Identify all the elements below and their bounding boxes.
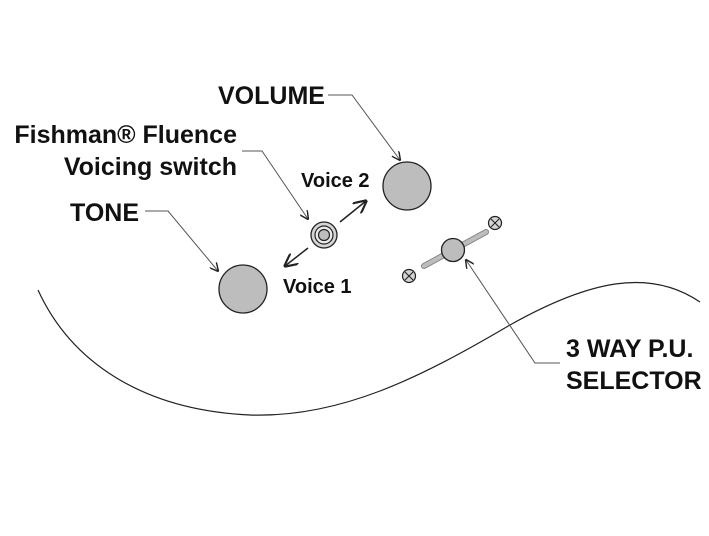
selector-label-line1: 3 WAY P.U. xyxy=(566,335,693,363)
voice1-arrow xyxy=(285,247,309,266)
selector-screw-top xyxy=(487,215,503,231)
selector-knob[interactable] xyxy=(440,237,466,263)
selector-leader xyxy=(466,260,560,364)
fishman-label-line2: Voicing switch xyxy=(64,153,237,181)
volume-leader xyxy=(328,94,400,160)
voice2-arrow xyxy=(339,201,366,223)
selector-label-line2: SELECTOR xyxy=(566,367,702,395)
fishman-leader xyxy=(242,150,308,219)
pickup-selector[interactable] xyxy=(421,229,489,269)
voicing-switch[interactable] xyxy=(310,221,338,249)
selector-screw-bottom xyxy=(401,268,417,284)
volume-knob[interactable] xyxy=(382,161,432,211)
voice2-label: Voice 2 xyxy=(301,170,370,192)
tone-knob[interactable] xyxy=(218,264,268,314)
body-outline xyxy=(37,281,701,416)
voice1-label: Voice 1 xyxy=(283,276,352,298)
tone-label: TONE xyxy=(70,199,139,227)
tone-leader xyxy=(145,210,218,271)
volume-label: VOLUME xyxy=(218,82,325,110)
fishman-label-line1: Fishman® Fluence xyxy=(14,121,237,149)
